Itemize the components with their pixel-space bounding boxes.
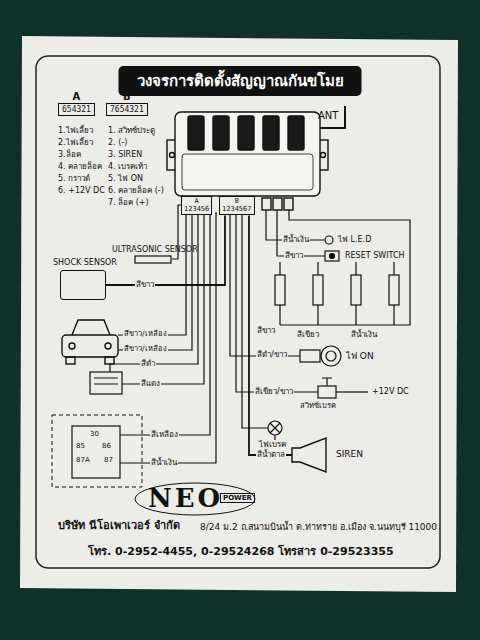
label-text: ไฟ L.E.D — [338, 235, 371, 244]
title-band: วงจรการติดตั้งสัญญาณกันขโมย — [119, 66, 362, 96]
label-text: 3. SIREN — [108, 150, 142, 159]
node-text: 654321 — [62, 105, 91, 114]
siren: SIREN — [292, 440, 328, 470]
node-text: 7654321 — [110, 105, 144, 114]
label-text: 7. ล็อค (+) — [108, 198, 149, 207]
label-text: +12V DC — [372, 387, 409, 396]
label-text: สีเขียว — [296, 330, 320, 339]
node-text: SIREN — [336, 449, 363, 459]
wiring — [110, 205, 410, 463]
led-and-switch — [325, 236, 339, 261]
label-text: 1. สวิทซ์ประตู — [108, 126, 155, 135]
label-text: สีน้ำเงิน — [282, 235, 310, 244]
brake-lamp — [268, 421, 282, 435]
pin-header-a: A123456 — [181, 196, 212, 215]
siren-horn — [292, 438, 326, 472]
label-text: สีขาว/เหลือง — [123, 330, 168, 339]
node-text: A — [73, 91, 81, 102]
label-text: ไฟ ON — [346, 351, 374, 361]
label-text: 8/24 ม.2 ถ.สนามบินน้ำ ต.ท่าทราย อ.เมือง … — [200, 522, 437, 532]
node-text: B — [123, 91, 131, 102]
label-text: โทร. 0-2952-4455, 0-29524268 โทรสาร 0-29… — [88, 546, 394, 559]
relay-area — [52, 415, 142, 487]
label-text: 4. เบรคเท้า — [108, 162, 147, 171]
on-lamp — [300, 346, 341, 366]
label-text: 87A — [76, 456, 90, 464]
label-text: สีน้ำเงิน — [150, 458, 178, 467]
label-text: POWER — [220, 493, 255, 503]
label-text: NEO — [148, 484, 223, 514]
label-text: 1.ไฟเลี้ยว — [58, 126, 93, 135]
connector-a: A654321 — [58, 103, 95, 116]
label-text: สีน้ำตาล — [256, 450, 286, 459]
node-text: 123456 — [184, 206, 209, 214]
ultrasonic-sensor — [135, 256, 171, 263]
label-text: สวิทซ์เบรค — [300, 402, 336, 411]
label-text: 87 — [104, 456, 113, 464]
label-text: สีเหลือง — [150, 430, 179, 439]
label-text: สีขาว/เหลือง — [123, 345, 168, 354]
label-text: 6. +12V DC — [58, 186, 105, 195]
label-text: สีแดง — [140, 379, 161, 388]
logo-ring — [135, 483, 255, 515]
frame — [36, 56, 440, 568]
label-text: 5. กราวด์ — [58, 174, 90, 183]
label-text: 6. คลายล็อค (-) — [108, 186, 164, 195]
label-text: 2.ไฟเลี้ยว — [58, 138, 93, 147]
node-text: SHOCK SENSOR — [53, 258, 117, 267]
node-text: 1234567 — [222, 206, 252, 214]
brake-switch — [318, 378, 336, 398]
label-text: RESET SWITCH — [345, 251, 405, 260]
label-text: 30 — [90, 430, 99, 438]
label-text: สีขาว — [135, 280, 155, 289]
paper — [20, 36, 458, 592]
shock-sensor: SHOCK SENSOR — [60, 270, 106, 300]
node-text: B — [222, 198, 252, 206]
label-text: 4. คลายล็อค — [58, 162, 102, 171]
node-text: A — [184, 198, 209, 206]
label-text: 86 — [102, 442, 111, 450]
label-text: สีน้ำเงิน — [350, 330, 378, 339]
label-text: 3.ล็อค — [58, 150, 81, 159]
wire-connector — [106, 215, 225, 285]
label-text: ANT — [318, 110, 338, 122]
label-text: สีดำ — [140, 359, 156, 368]
label-text: 85 — [76, 442, 85, 450]
label-text: บริษัท นีโอเพาเวอร์ จำกัด — [58, 520, 180, 533]
label-text: สีขาว — [256, 326, 276, 335]
pin-header-b: B1234567 — [219, 196, 255, 215]
door-lock-actuators — [275, 262, 399, 305]
label-text: 2. (-) — [108, 138, 127, 147]
label-text: สีเขียว/ขาว — [254, 387, 294, 396]
connector-b: B7654321 — [106, 103, 148, 116]
label-text: สีขาว — [284, 251, 304, 260]
buzzer-box — [90, 372, 122, 394]
relay-symbol — [72, 426, 120, 478]
car-symbol — [62, 320, 118, 364]
label-text: สีดำ/ขาว — [256, 350, 288, 359]
label-text: ULTRASONIC SENSOR — [112, 245, 198, 254]
label-text: ไฟเบรค — [258, 440, 287, 449]
label-text: 5. ไฟ ON — [108, 174, 143, 183]
